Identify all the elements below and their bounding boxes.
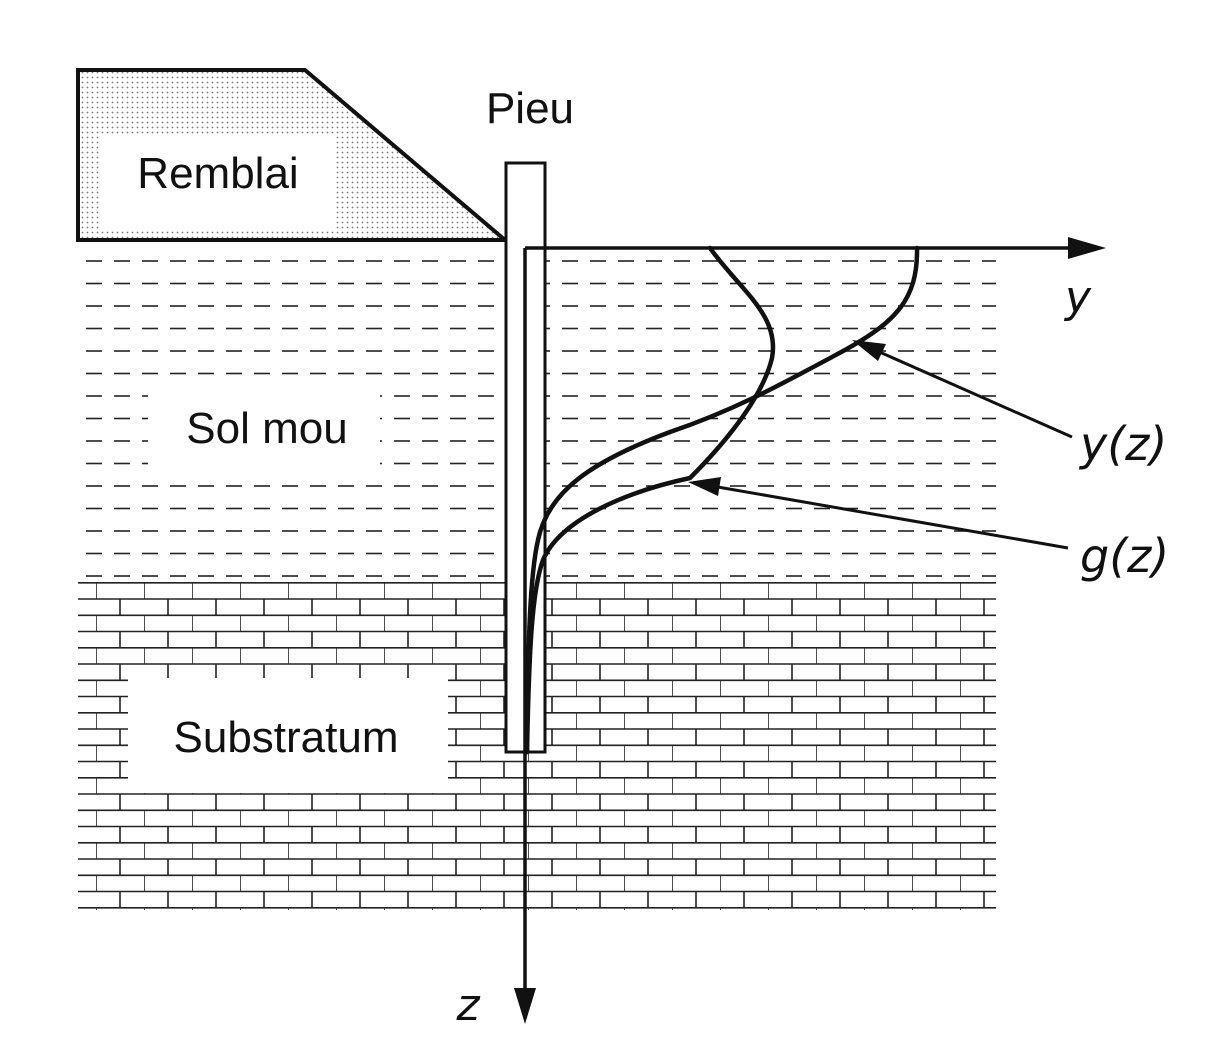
y-curve [524, 245, 920, 755]
y-axis-label: y [1063, 272, 1092, 323]
y-curve-leader [874, 348, 1073, 439]
g-curve-label: g(z) [1080, 529, 1169, 583]
g-curve-leader-arrowhead [688, 477, 721, 496]
z-axis-arrowhead [514, 988, 536, 1024]
embankment-label: Remblai [137, 149, 298, 198]
g-curve [524, 245, 776, 755]
pile-label: Pieu [486, 84, 574, 133]
substratum-label-bg [128, 678, 448, 793]
y-curve-leader-arrowhead [852, 340, 886, 361]
embankment-label-bg [100, 135, 334, 230]
y-curve-label: y(z) [1078, 417, 1167, 471]
soft-soil-label-bg [148, 375, 380, 480]
soft-soil-label: Sol mou [186, 404, 347, 453]
y-axis-arrowhead [1068, 237, 1106, 259]
substratum-label: Substratum [174, 713, 399, 762]
z-axis-label: z [455, 980, 480, 1031]
g-curve-leader [711, 484, 1069, 550]
